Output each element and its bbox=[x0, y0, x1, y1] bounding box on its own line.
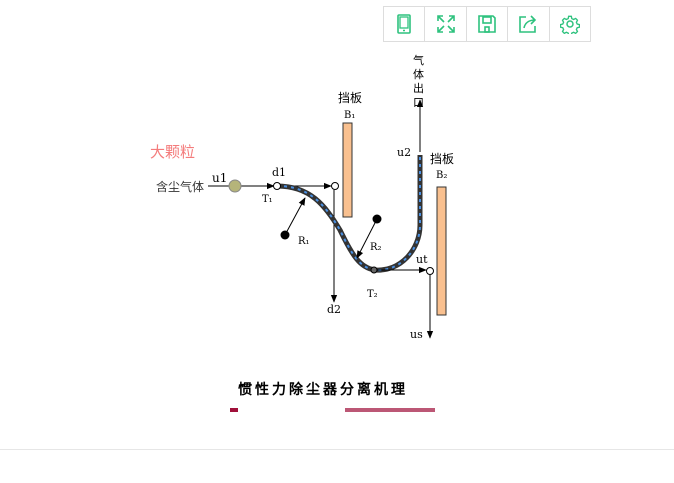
baffle1-label: 挡板 bbox=[338, 91, 362, 105]
t1-label: T₁ bbox=[262, 194, 273, 205]
diagram-title: 惯性力除尘器分离机理 bbox=[238, 381, 408, 398]
outlet-char-4: 口 bbox=[413, 96, 424, 109]
fullscreen-button[interactable] bbox=[425, 7, 467, 41]
share-button[interactable] bbox=[508, 7, 550, 41]
u2-label: u2 bbox=[397, 146, 411, 159]
share-icon bbox=[519, 15, 537, 33]
expand-icon bbox=[436, 15, 455, 33]
flow-path-dashes bbox=[276, 155, 421, 272]
toolbar bbox=[383, 6, 591, 42]
particle bbox=[228, 179, 242, 193]
b2-label: B₂ bbox=[436, 170, 447, 181]
radius-r1-arrow bbox=[284, 197, 306, 236]
save-button[interactable] bbox=[467, 7, 509, 41]
tablet-icon bbox=[397, 14, 412, 34]
point-b1 bbox=[331, 182, 339, 190]
floppy-icon bbox=[478, 15, 496, 33]
u1-label: u1 bbox=[212, 171, 227, 185]
outlet-char-2: 体 bbox=[413, 67, 424, 81]
r1-label: R₁ bbox=[298, 236, 310, 247]
baffle-b1 bbox=[342, 122, 353, 218]
point-d1 bbox=[273, 182, 281, 190]
baffle-b2 bbox=[436, 186, 447, 316]
d1-label: d1 bbox=[272, 166, 286, 179]
outlet-char-3: 出 bbox=[413, 81, 424, 95]
inertial-separator-diagram: 大颗粒 含尘气体 u1 d1 T₁ d2 挡板 B₁ R₁ R₂ T₂ ut u… bbox=[150, 53, 454, 412]
us-label: us bbox=[410, 328, 423, 341]
t2-label: T₂ bbox=[367, 289, 378, 300]
gear-icon bbox=[559, 15, 580, 34]
inlet-label: 含尘气体 bbox=[156, 179, 204, 194]
divider bbox=[0, 449, 674, 450]
large-particle-label: 大颗粒 bbox=[150, 143, 195, 161]
baffle2-label: 挡板 bbox=[430, 152, 454, 166]
d2-label: d2 bbox=[327, 303, 341, 316]
radius-r2-arrow bbox=[356, 218, 378, 259]
r2-label: R₂ bbox=[370, 242, 382, 253]
outlet-char-1: 气 bbox=[413, 53, 424, 67]
settings-button[interactable] bbox=[550, 7, 590, 41]
point-t2 bbox=[370, 266, 378, 274]
cutoff-mark bbox=[230, 408, 238, 412]
ut-label: ut bbox=[416, 253, 428, 266]
b1-label: B₁ bbox=[344, 110, 355, 121]
point-ut bbox=[426, 267, 434, 275]
mobile-view-button[interactable] bbox=[384, 7, 426, 41]
cutoff-mark bbox=[345, 408, 435, 412]
